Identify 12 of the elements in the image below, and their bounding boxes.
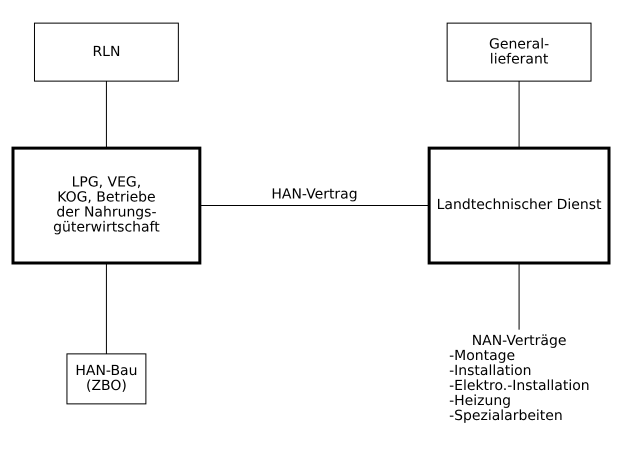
- node-box: HAN-Bau (ZBO): [66, 352, 146, 404]
- connector: [105, 80, 106, 148]
- connector: [518, 80, 520, 148]
- connector: [199, 204, 429, 206]
- node-box: Landtechnischer Dienst: [427, 146, 610, 264]
- connector: [105, 262, 106, 354]
- node-box: General- lieferant: [446, 22, 592, 82]
- node-box: RLN: [33, 22, 178, 82]
- edge-label: HAN-Vertrag: [270, 186, 358, 202]
- node-text: NAN-Verträge -Montage -Installation -Elektro.-Installation -Heizung -Spezialarbeiten: [448, 332, 590, 424]
- connector: [518, 262, 520, 330]
- node-box: LPG, VEG, KOG, Betriebe der Nahrungs- güterwirtschaft: [11, 146, 201, 264]
